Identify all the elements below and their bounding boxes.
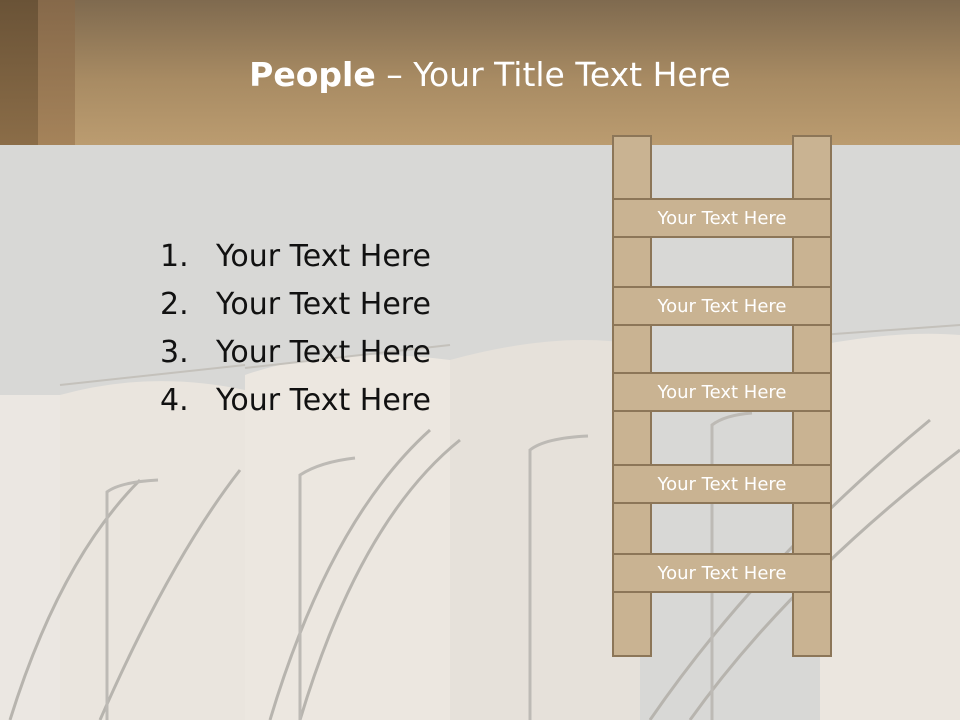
list-item: 2. Your Text Here bbox=[160, 280, 431, 328]
ladder-rung: Your Text Here bbox=[612, 464, 832, 504]
ladder-rung: Your Text Here bbox=[612, 198, 832, 238]
list-item: 1. Your Text Here bbox=[160, 232, 431, 280]
list-item-text: Your Text Here bbox=[216, 238, 431, 274]
list-item-text: Your Text Here bbox=[216, 286, 431, 322]
ladder-rung: Your Text Here bbox=[612, 286, 832, 326]
slide-title-rest: – Your Title Text Here bbox=[375, 55, 731, 94]
list-item-text: Your Text Here bbox=[216, 382, 431, 418]
header-accent-stripe-secondary bbox=[38, 0, 75, 145]
ladder-rung-label: Your Text Here bbox=[657, 473, 787, 495]
numbered-list: 1. Your Text Here 2. Your Text Here 3. Y… bbox=[160, 232, 431, 424]
ladder-rung: Your Text Here bbox=[612, 553, 832, 593]
header-accent-stripe bbox=[0, 0, 38, 145]
ladder-rung-label: Your Text Here bbox=[657, 381, 787, 403]
ladder-rung-label: Your Text Here bbox=[657, 207, 787, 229]
list-item: 3. Your Text Here bbox=[160, 328, 431, 376]
list-item-text: Your Text Here bbox=[216, 334, 431, 370]
list-item: 4. Your Text Here bbox=[160, 376, 431, 424]
title-header-band bbox=[0, 0, 960, 145]
list-item-number: 2. bbox=[160, 286, 189, 322]
list-item-number: 1. bbox=[160, 238, 189, 274]
slide-title: People – Your Title Text Here bbox=[0, 55, 960, 94]
ladder-rung: Your Text Here bbox=[612, 372, 832, 412]
list-item-number: 4. bbox=[160, 382, 189, 418]
slide-title-bold: People bbox=[249, 55, 376, 94]
ladder-rung-label: Your Text Here bbox=[657, 295, 787, 317]
list-item-number: 3. bbox=[160, 334, 189, 370]
ladder-rung-label: Your Text Here bbox=[657, 562, 787, 584]
